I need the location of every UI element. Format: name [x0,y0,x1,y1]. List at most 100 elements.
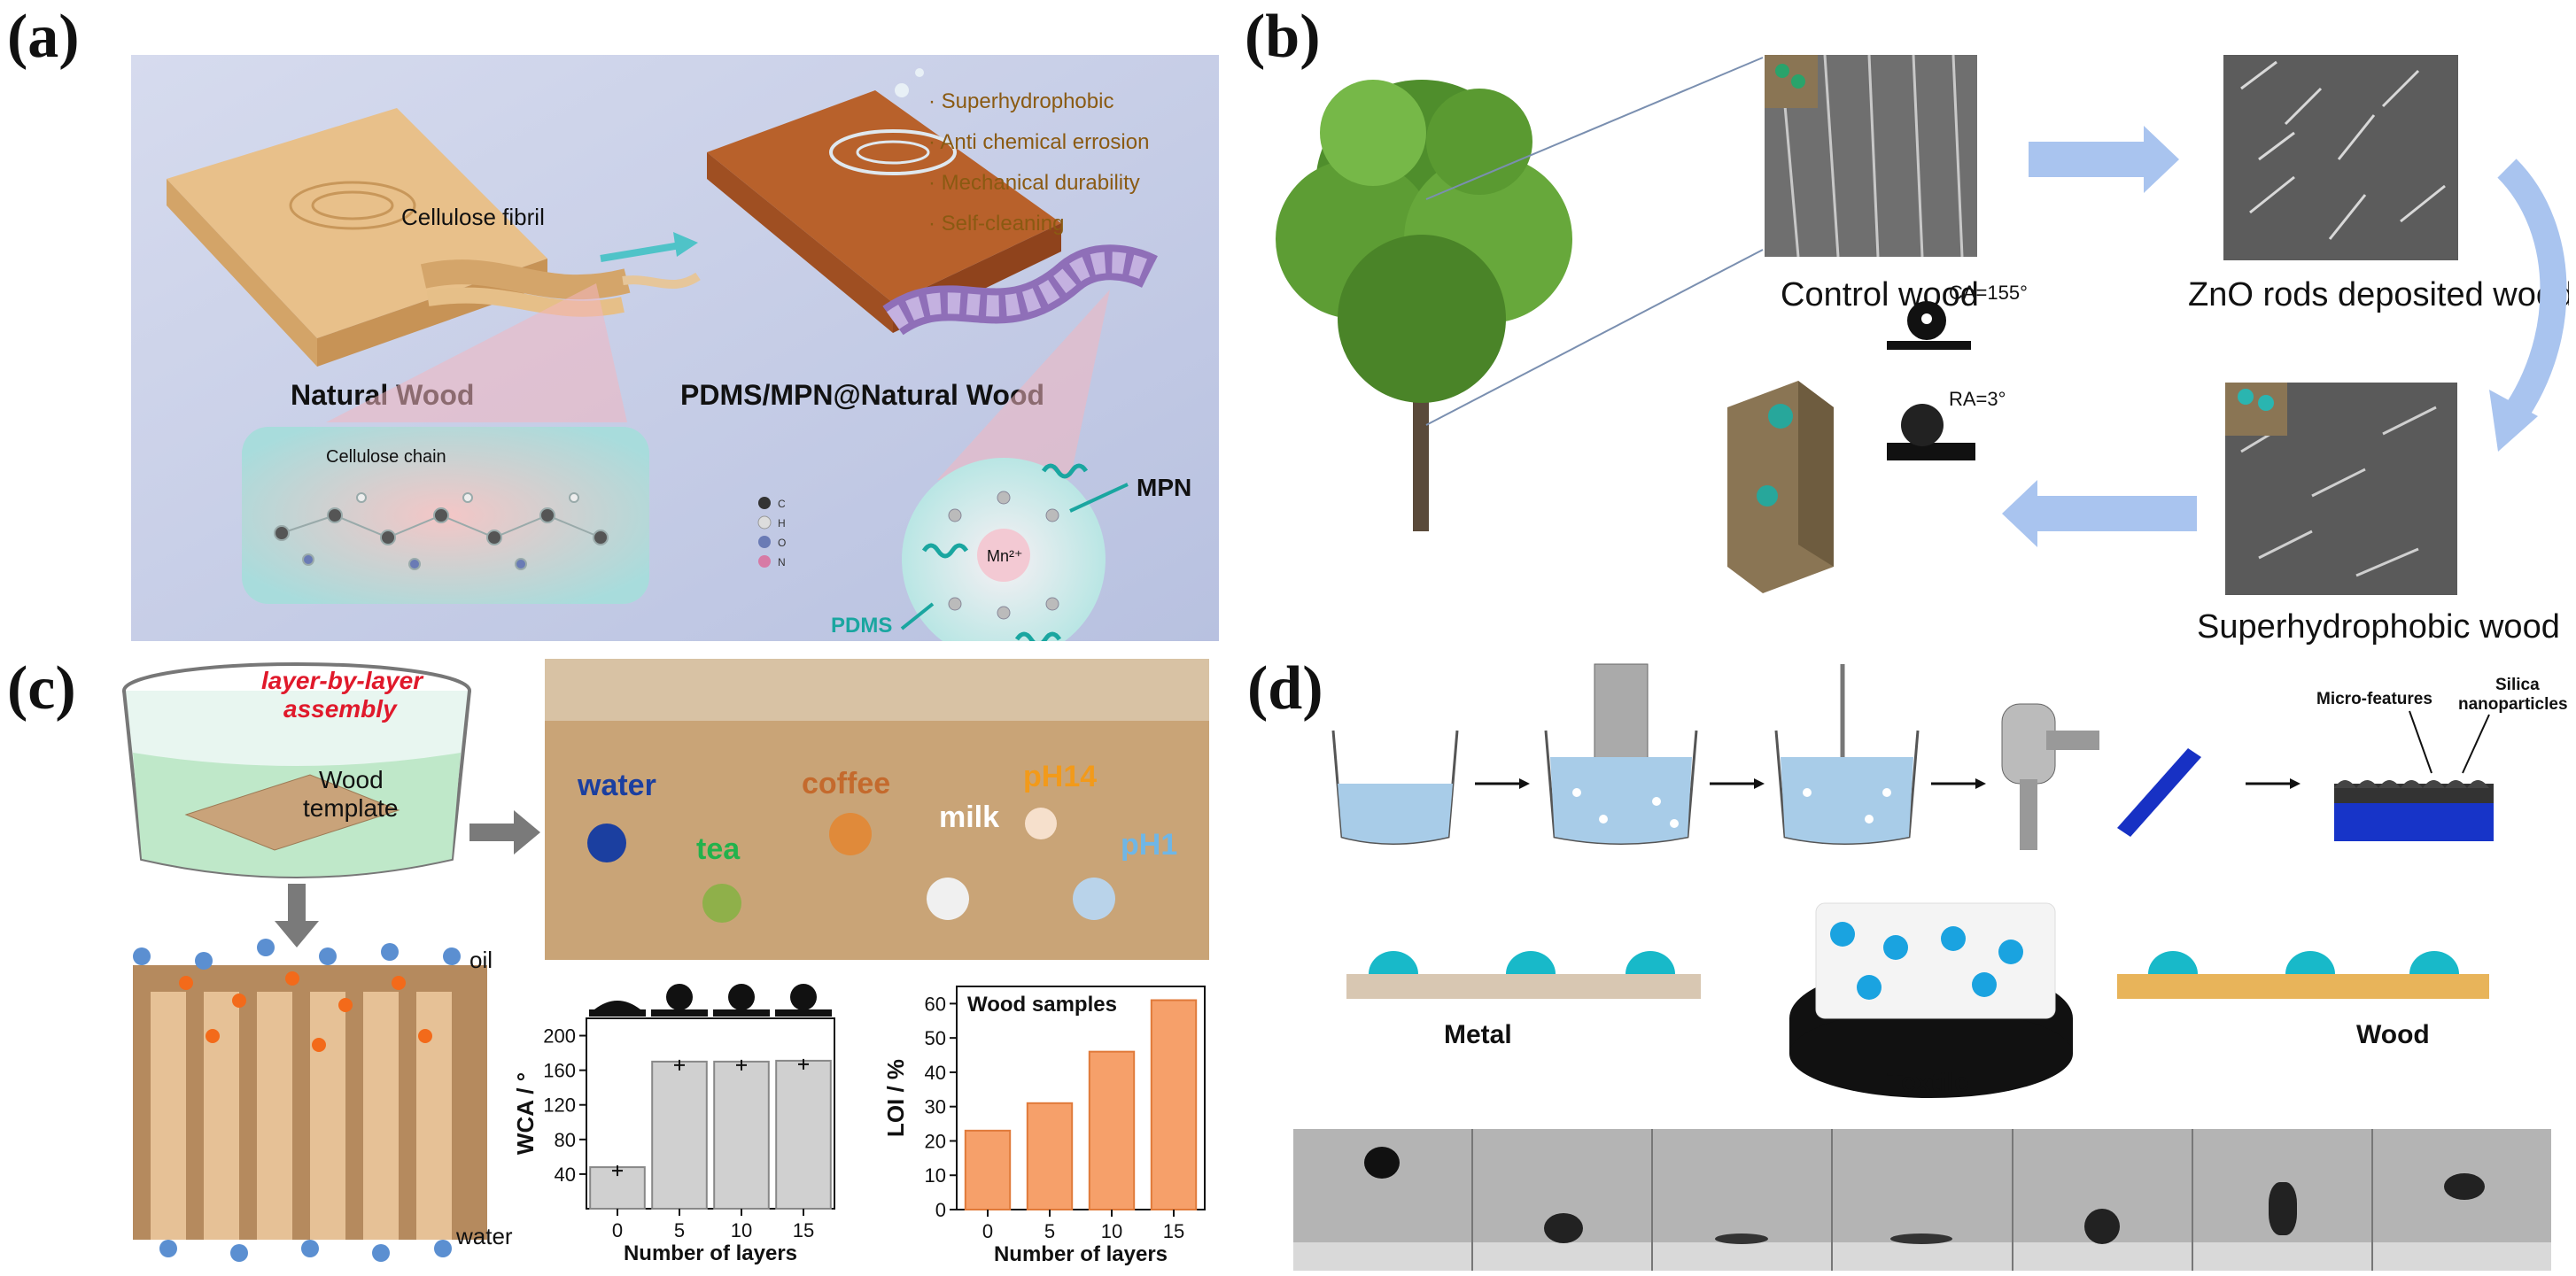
process-arrow [600,242,681,262]
droplet-label-coffee: coffee [802,767,891,800]
bar-10 [1088,1050,1136,1210]
y-tick-label: 160 [543,1060,576,1082]
svg-text:O: O [778,537,786,549]
panel-d-substrates [1346,902,2489,1098]
droplet-milk [927,878,969,920]
atom-legend: C H O N [757,497,786,568]
bounce-frame-3 [1653,1129,1834,1271]
droplet-coffee [829,813,872,855]
process-arrow-head [673,232,698,257]
y-tick-label: 20 [925,1130,946,1152]
droplet-tea [702,884,741,923]
bar-5 [1026,1102,1074,1210]
spray-gun [2001,703,2099,850]
metal-substrate [1346,951,1701,999]
mn-ion [977,529,1030,582]
pdms-pointer [900,602,935,630]
pdms-label: PDMS [831,614,892,638]
x-tick-label: 10 [731,1219,752,1241]
panel-d-process: Micro-features Silica nanoparticles [1331,663,2568,850]
tree-image [1276,80,1572,531]
beaker-step-2 [1544,663,1698,845]
cellulose-fibril-label: Cellulose fibril [401,204,545,230]
bounce-frame-7 [2372,1129,2551,1271]
y-tick-label: 0 [935,1199,946,1221]
silica-label-line2: nanoparticles [2458,695,2568,714]
y-tick-label: 60 [925,993,946,1015]
property-anti-chemical: · Anti chemical errosion [928,130,1149,154]
cellulose-chain-label: Cellulose chain [326,447,446,467]
zno-wood-sem [2223,55,2458,260]
contact-inset-base [589,1009,646,1017]
panel-b-letter: (b) [1245,3,1321,71]
beaker-step-1 [1331,730,1459,845]
textile-label: Textile [1887,1068,1969,1097]
bounce-frame-2 [1473,1129,1654,1271]
superhydrophobic-wood-sem [2225,383,2457,595]
treated-wood-board [707,68,1061,333]
droplet-label-tea: tea [696,832,741,866]
panel-a-illustration: Cellulose fibril · Superhydrophobic · An… [131,55,1219,641]
x-tick-label: 15 [793,1219,814,1241]
svg-text:H: H [778,517,786,530]
beaker-step-3 [1774,664,1920,845]
panel-d-letter: (d) [1247,654,1323,723]
pdms-chain-2 [1041,463,1089,479]
droplets [587,808,1115,923]
x-tick-label: 10 [1101,1220,1122,1242]
curved-arrow-head [2489,390,2538,452]
control-wood-label: Control wood [1781,276,1979,313]
zoom-cone-right [937,290,1110,480]
bounce-frame-6 [2192,1129,2373,1271]
wood-template [184,774,400,851]
coating-cross-section [2334,780,2494,841]
contact-angle-image [1887,301,1971,350]
property-superhydrophobic: · Superhydrophobic [928,89,1113,113]
arrow-right [469,810,540,855]
bar-15 [775,1059,832,1210]
x-tick-label: 0 [982,1220,993,1242]
panel-b-illustration: Control wood ZnO rods deposited wood Sup… [1276,54,2569,646]
control-wood-sem [1765,54,1977,258]
bar-0 [964,1129,1012,1210]
treated-wood-label: PDMS/MPN@Natural Wood [680,379,1044,411]
beaker [122,662,471,878]
oil-label: oil [469,947,493,973]
mpn-label: MPN [1137,474,1191,501]
arrow-down [275,884,319,947]
droplet-ph1 [1073,878,1115,920]
contact-inset-drop [790,984,817,1010]
mpn-pointer [1069,483,1129,513]
ra-label: RA=3° [1949,388,2006,410]
bounce-frame-4 [1833,1129,2013,1271]
x-tick-label: 5 [1044,1220,1055,1242]
zno-wood-label: ZnO rods deposited wood [2188,276,2569,313]
wood-honeycomb [133,939,487,1262]
property-mechanical: · Mechanical durability [928,171,1140,195]
droplet-label-ph1: pH1 [1121,828,1178,862]
super-wood-label: Superhydrophobic wood [2197,608,2560,646]
textile-substrate [1789,902,2073,1098]
pdms-chain-1 [921,543,969,559]
zoom-cone-left [326,283,627,422]
bounce-frame-5 [2013,1129,2193,1271]
droplet-water [587,824,626,862]
contact-inset-drop [728,984,755,1010]
droplet-label-water: water [578,769,656,802]
wood-substrate [2117,951,2489,999]
silica-label-line1: Silica [2495,676,2540,694]
chart-title: Wood samples [967,993,1117,1017]
bar-10 [713,1060,770,1210]
coated-fibril-bundle [882,244,1158,336]
contact-inset-drop [666,984,693,1010]
droplet-label-ph14: pH14 [1023,760,1098,793]
pdms-chain-3 [1014,631,1062,641]
beaker-label-line2: assembly [283,695,398,723]
y-tick-label: 40 [555,1164,576,1186]
wood-blocks [1727,381,1834,593]
ca-label: CA=155° [1949,282,2028,304]
zoom-line-bottom [1425,249,1764,426]
x-tick-label: 5 [674,1219,685,1241]
